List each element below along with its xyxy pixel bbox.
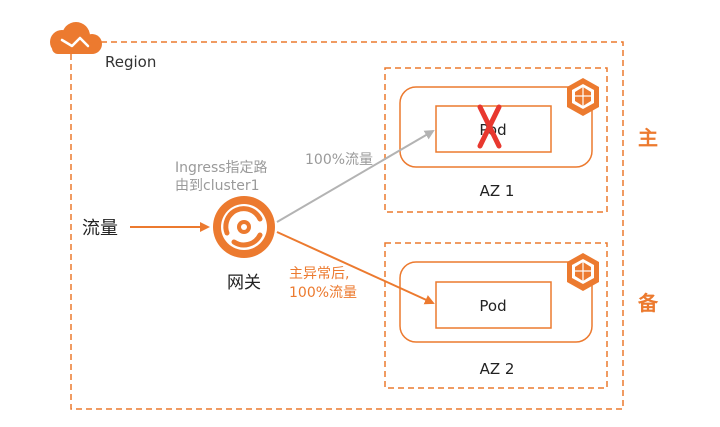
failover-path-arrow [276,231,435,305]
az1-boundary [384,67,608,213]
cube-cluster-icon [567,78,599,116]
region-label: Region [105,53,156,71]
az2-cluster [399,261,593,343]
cube-cluster-icon [567,253,599,291]
gateway-label: 网关 [227,273,261,293]
traffic-label: 流量 [82,218,118,239]
az2-pod [435,281,552,329]
x-mark-icon [477,104,502,149]
region-boundary [70,41,624,410]
failover-label-line-1: 主异常后, [289,266,349,282]
az1-cluster [399,86,593,168]
routing-note-line-2: 由到cluster1 [175,178,260,194]
failover-label-line-2: 100%流量 [289,285,357,301]
primary-path-arrow [276,129,435,223]
az2-pod-label: Pod [479,297,506,315]
cloud-icon [50,22,102,54]
primary-role-label: 主 [638,126,658,150]
gateway-swirl-icon [213,196,275,258]
primary-path-label: 100%流量 [305,152,373,168]
standby-role-label: 备 [637,291,659,315]
az2-label: AZ 2 [480,360,515,378]
az2-boundary [384,242,608,389]
az1-label: AZ 1 [480,182,515,200]
routing-note-line-1: Ingress指定路 [175,160,268,176]
